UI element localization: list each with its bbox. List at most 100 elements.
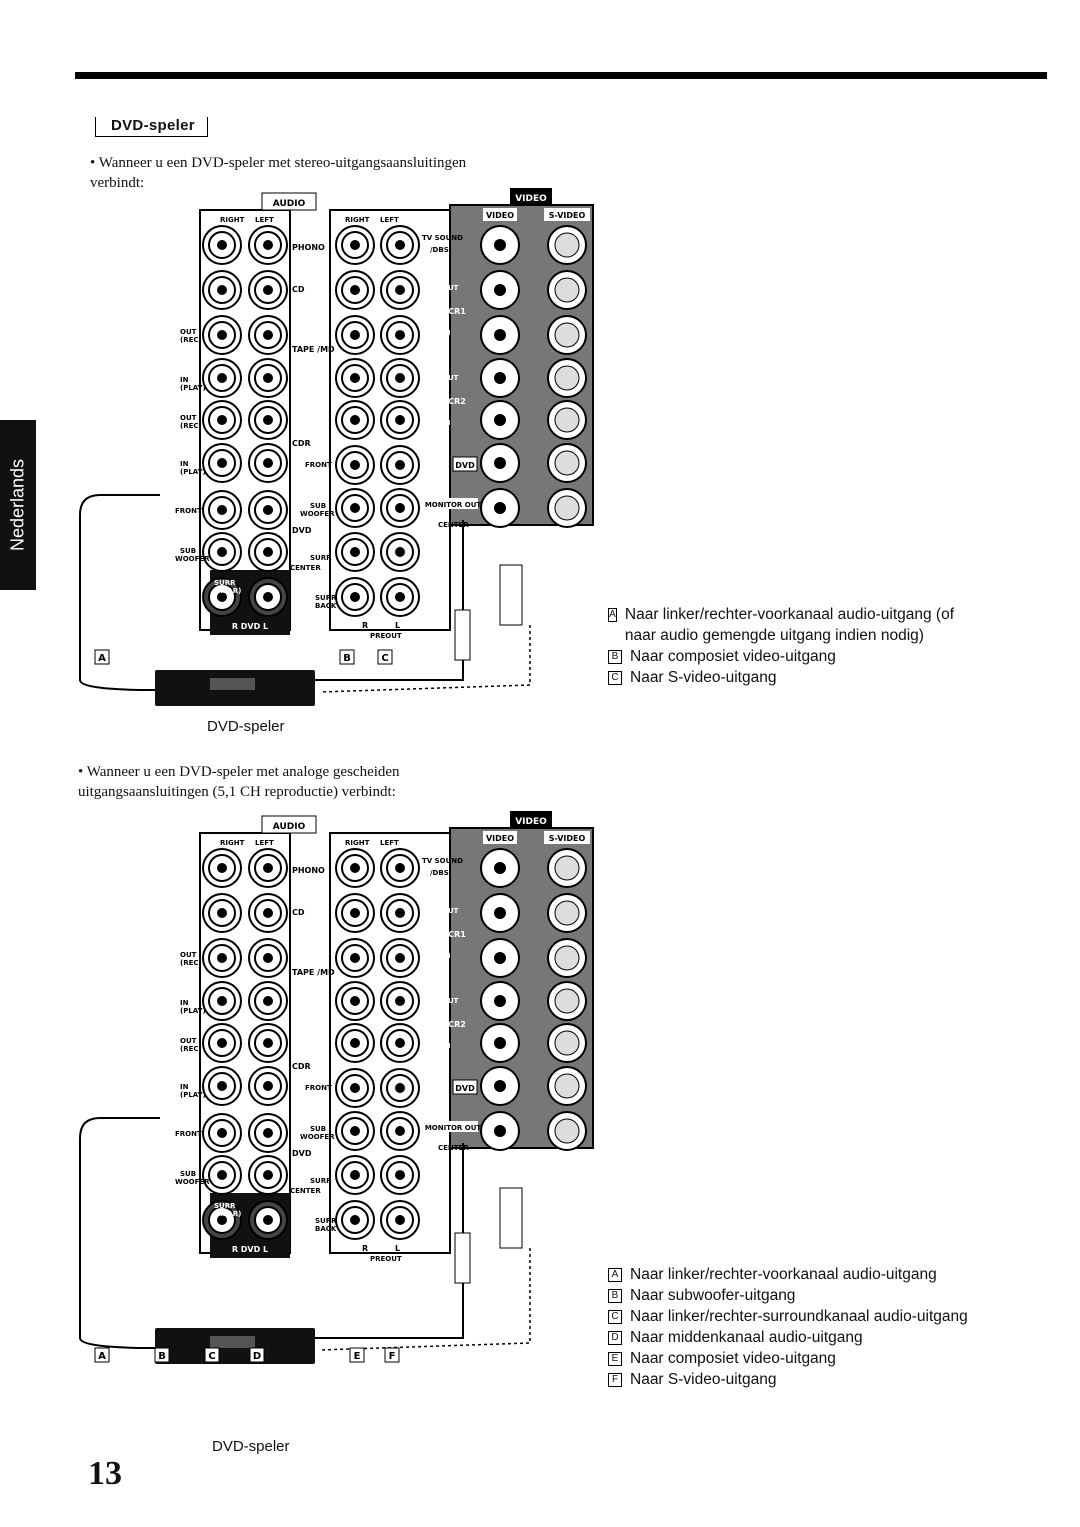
- audio-label: AUDIO: [273, 199, 306, 209]
- dbs-label: /DBS: [430, 246, 449, 254]
- in-label: IN: [180, 999, 189, 1007]
- vcr2-label: VCR2: [442, 1020, 466, 1029]
- audio-jack-right-pin: [217, 373, 227, 383]
- callout-box: [339, 649, 355, 665]
- svideo-jack-inner: [554, 988, 580, 1014]
- video-jack-pin: [494, 502, 506, 514]
- video-jack-pin: [494, 414, 506, 426]
- cdr-label: CDR: [292, 1062, 311, 1071]
- audio-cable: [79, 494, 160, 691]
- language-tab: Nederlands: [0, 420, 36, 590]
- video-label-box: [510, 811, 552, 828]
- audio-label-box: [261, 192, 317, 211]
- audio-jack-r-pin: [350, 1126, 360, 1136]
- audio-jack-right-pin: [217, 996, 227, 1006]
- in-label: IN: [180, 376, 189, 384]
- woofer-pre-label: WOOFER: [300, 510, 335, 518]
- legend-text: Naar composiet video-uitgang: [630, 1350, 836, 1367]
- audio-jack-r-pin: [350, 1038, 360, 1048]
- dvd-player-display: [210, 1336, 255, 1348]
- svideo-cable: [319, 625, 531, 693]
- svideo-jack-inner: [554, 495, 580, 521]
- svideo-jack-inner: [554, 450, 580, 476]
- svideo-jack-inner: [554, 365, 580, 391]
- callout-box: [249, 1347, 265, 1363]
- callout-box: [94, 649, 110, 665]
- audio-jack-right-pin: [217, 953, 227, 963]
- audio-jack-left-pin: [263, 415, 273, 425]
- audio-jack-l-pin: [395, 1215, 405, 1225]
- surr-pre-label: SURR: [310, 554, 332, 562]
- in-label: IN: [180, 460, 189, 468]
- legend-text: Naar linker/rechter-voorkanaal audio-uit…: [624, 606, 955, 644]
- center-pre-label: CENTER: [438, 1144, 469, 1152]
- audio-jack-right-pin: [217, 505, 227, 515]
- video-jack-pin: [494, 952, 506, 964]
- audio-jack-r-pin: [350, 547, 360, 557]
- audio-jack-r-pin: [350, 1083, 360, 1093]
- callout-label: D: [253, 1351, 261, 1362]
- dbs-label: /DBS: [430, 869, 449, 877]
- vcr-out: OUT: [442, 284, 459, 292]
- vcr2-label: VCR2: [442, 397, 466, 406]
- center-label: CENTER: [290, 564, 321, 572]
- svideo-jack-inner: [554, 322, 580, 348]
- out-label: OUT: [180, 951, 197, 959]
- svideo-col-box: [544, 208, 590, 221]
- dvd-video-box: [452, 1079, 478, 1095]
- rec-label: (REC): [180, 336, 202, 344]
- audio-jack-right-pin: [217, 547, 227, 557]
- audio-jack-l-pin: [395, 996, 405, 1006]
- l-label: L: [395, 621, 400, 630]
- audio-cable: [79, 1117, 160, 1349]
- r-dvd-l-label: R DVD L: [232, 1245, 268, 1254]
- audio-jack-right-pin: [217, 330, 227, 340]
- monitor-out-label: MONITOR OUT: [425, 501, 482, 509]
- intro-1: • Wanneer u een DVD-speler met stereo-ui…: [90, 155, 467, 191]
- svideo-jack-inner: [554, 1118, 580, 1144]
- audio-jack-r-pin: [350, 1170, 360, 1180]
- center-pre-label: CENTER: [438, 521, 469, 529]
- svideo-jack-inner: [554, 1073, 580, 1099]
- video-jack-pin: [494, 1037, 506, 1049]
- tape-label: TAPE /MD: [292, 345, 335, 354]
- sub-pre-label: SUB: [310, 1125, 326, 1133]
- rec-label: (REC): [180, 422, 202, 430]
- audio-jack-r-pin: [350, 863, 360, 873]
- out-label: OUT: [180, 1037, 197, 1045]
- in-label: IN: [180, 1083, 189, 1091]
- callout-label: F: [389, 1351, 396, 1362]
- audio-jack-left-pin: [263, 458, 273, 468]
- video-jack-pin: [494, 457, 506, 469]
- svideo-jack-inner: [554, 277, 580, 303]
- video-jack-pin: [494, 1080, 506, 1092]
- dvd-label: DVD: [292, 526, 312, 535]
- legend-text: Naar S-video-uitgang: [630, 669, 777, 686]
- svideo-plug: [499, 564, 523, 626]
- audio-jack-r-pin: [350, 373, 360, 383]
- audio-jack-r-pin: [350, 1215, 360, 1225]
- audio-jack-l-pin: [395, 908, 405, 918]
- audio-jack-l-pin: [395, 415, 405, 425]
- monitor-out-label: MONITOR OUT: [425, 1124, 482, 1132]
- play-label: (PLAY): [180, 468, 206, 476]
- video-jack-pin: [494, 329, 506, 341]
- audio-jack-right-pin: [217, 415, 227, 425]
- left-label: LEFT: [380, 839, 399, 847]
- vcr-out: OUT: [442, 374, 459, 382]
- svideo-col-box: [544, 831, 590, 844]
- legend-text: Naar middenkanaal audio-uitgang: [630, 1329, 863, 1346]
- cd-label: CD: [292, 908, 305, 917]
- video-label: VIDEO: [515, 194, 547, 204]
- video-jack-pin: [494, 1125, 506, 1137]
- surr-back-label: SURR: [315, 594, 337, 602]
- video-col-box: [483, 831, 517, 844]
- audio-jack-left-pin: [263, 1128, 273, 1138]
- left-label: LEFT: [380, 216, 399, 224]
- callout-label: C: [208, 1351, 215, 1362]
